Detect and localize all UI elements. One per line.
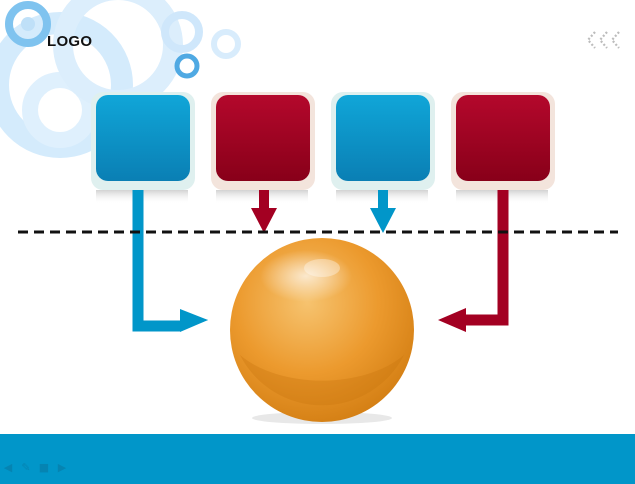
screen-icon[interactable]: ■: [38, 461, 50, 474]
pen-icon[interactable]: ✎: [21, 461, 31, 474]
connector-2: [259, 190, 269, 210]
connector-4: [466, 190, 509, 326]
bottom-bar: [0, 434, 635, 484]
box-3: [331, 92, 435, 190]
arrow-right-icon[interactable]: ▶: [57, 461, 67, 474]
arrowhead-4: [438, 308, 466, 332]
box-4: [451, 92, 555, 190]
connector-3: [378, 190, 388, 210]
box-1: [91, 92, 195, 190]
orange-sphere: [230, 238, 414, 424]
chevrons-icon: [586, 31, 620, 49]
box-2: [211, 92, 315, 190]
arrowhead-3: [370, 208, 396, 233]
arrow-left-icon[interactable]: ◀: [3, 461, 13, 474]
logo-text: LOGO: [47, 33, 93, 50]
slideshow-toolbar: ◀ ✎ ■ ▶: [2, 462, 68, 474]
connector-1: [132, 190, 180, 332]
arrowhead-2: [251, 208, 277, 233]
